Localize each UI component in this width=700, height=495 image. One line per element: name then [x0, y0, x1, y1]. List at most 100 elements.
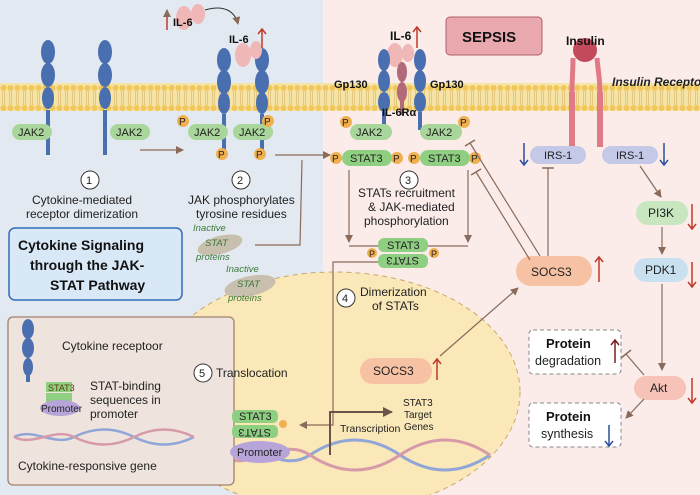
- promoter-label: Promoter: [237, 447, 283, 459]
- phospho-circle-6: [458, 116, 470, 128]
- irs1-label-right: IRS-1: [616, 150, 644, 162]
- step-3-line3: phosphorylation: [364, 214, 449, 228]
- step-4-number: 4: [342, 293, 348, 305]
- nuclear-stat3-bottom-label: STAT3: [238, 426, 271, 438]
- indicator-arrowheads: [257, 25, 697, 448]
- jak2-label-3: JAK2: [194, 127, 220, 139]
- jak2-label-5: JAK2: [356, 127, 382, 139]
- il6-right-up-arrow-head: [412, 25, 422, 33]
- legend-binding-line1: STAT-binding: [90, 379, 161, 393]
- insulin-receptors-line1: Insulin Receptors: [612, 75, 700, 89]
- jak2-pill-5: [350, 124, 392, 140]
- stat3-label-left: STAT3: [350, 153, 383, 165]
- phospho-label-7: P: [332, 154, 339, 165]
- phospho-circle-11: [367, 248, 377, 258]
- socs3-nucleus-label: SOCS3: [373, 364, 414, 378]
- phospho-label-5: P: [342, 118, 349, 129]
- akt-to-synthesis-arrow: [625, 398, 645, 419]
- socs3-inhibit-stat-line: [475, 171, 531, 261]
- irs1-left-down-arrow-head: [519, 159, 529, 167]
- jak2-pill-2: [110, 124, 150, 140]
- nuclear-stat3-top-label: STAT3: [239, 411, 272, 423]
- pdk1-down-arrow-head: [687, 281, 697, 289]
- protein-degradation-box: [528, 329, 622, 375]
- phospho-circle-7: [330, 152, 342, 164]
- irs1-right-down-arrow-head: [659, 159, 669, 167]
- phospho-label-1: P: [179, 117, 186, 128]
- jak2-label-6: JAK2: [426, 127, 452, 139]
- akt-pill: [634, 376, 686, 400]
- step-1-line2: receptor dimerization: [26, 207, 138, 221]
- svg-text:STAT3: STAT3: [48, 383, 75, 393]
- phospho-circle-4: [254, 148, 266, 160]
- step-3-line2: & JAK-mediated: [368, 200, 455, 214]
- legend-binding-line3: promoter: [90, 407, 138, 421]
- cell-membrane: [0, 83, 700, 111]
- step-2-line1: JAK phosphorylates: [188, 193, 295, 207]
- socs3-nucleus-to-cytoplasm-arrow: [439, 287, 519, 357]
- legend-gene-label: Cytokine-responsive gene: [18, 459, 157, 473]
- pi3k-label: PI3K: [648, 206, 674, 220]
- degradation-up-arrow-head: [610, 338, 620, 346]
- gp130-label-left: Gp130: [334, 79, 368, 91]
- stat3-dimer: [378, 238, 428, 268]
- stat3-dimer-bottom-label: STAT3: [386, 254, 419, 266]
- step-4-line2: of STATs: [372, 299, 419, 313]
- il6-label-top: IL-6: [173, 17, 193, 29]
- phospho-label-10: P: [471, 154, 478, 165]
- insulin-ligand: [573, 38, 597, 62]
- title-line1: Cytokine Signaling: [18, 237, 144, 253]
- phospho-label-4: P: [256, 150, 263, 161]
- phospho-label-2: P: [264, 117, 271, 128]
- protein-degradation-line2: degradation: [535, 354, 601, 368]
- step-3-line1: STATs recruitment: [358, 186, 456, 200]
- step-5-number: 5: [199, 368, 205, 380]
- legend-receptor-label: Cytokine receptoor: [62, 339, 163, 353]
- title-box: [8, 227, 183, 301]
- dimer-to-nucleus-arrow: [299, 261, 378, 429]
- nucleus: [149, 271, 521, 495]
- insulin-receptor-left: [569, 57, 576, 147]
- legend-receptor-icon: [22, 319, 34, 382]
- socs3-nucleus-up-arrow-head: [432, 357, 442, 365]
- il6-move-arrow: [204, 7, 241, 25]
- legend-binding-line2: sequences in: [90, 393, 161, 407]
- jak2-pill-4: [233, 124, 273, 140]
- inactive-stat-2-line1: Inactive: [226, 264, 259, 275]
- phospho-circle-5: [340, 116, 352, 128]
- socs3-cytoplasm-pill: [516, 256, 592, 286]
- jak2-pill-6: [420, 124, 462, 140]
- insulin-receptor-right: [594, 57, 603, 147]
- cytokine-receptor-2: [98, 40, 112, 155]
- inactive-stat-blob-2: [224, 274, 276, 298]
- il6-label-middle: IL-6: [229, 34, 249, 46]
- transcription-label: Transcription: [340, 423, 400, 435]
- phospho-label-11: P: [369, 249, 375, 259]
- jak2-pill-1: [12, 124, 52, 140]
- phospho-circle-9: [408, 152, 420, 164]
- irs1-pill-left: [530, 146, 586, 164]
- title-line3: STAT Pathway: [50, 277, 145, 293]
- inactive-stat-blob-1: [197, 234, 243, 256]
- step-4-line1: Dimerization: [360, 285, 427, 299]
- insulin-label: Insulin: [566, 34, 605, 48]
- inactive-stat-to-recruitment-arrow: [255, 159, 303, 246]
- protein-synthesis-box: [528, 402, 622, 448]
- jak2-label-4: JAK2: [239, 127, 265, 139]
- pi3k-pill: [636, 201, 688, 225]
- gp130-receptor-left: [378, 49, 390, 130]
- inactive-stat-2-line3: proteins: [227, 293, 262, 304]
- step-1-line1: Cytokine-mediated: [32, 193, 132, 207]
- stat3-pill-right: [420, 150, 470, 166]
- inactive-stat-1-line3: proteins: [195, 252, 230, 263]
- akt-label: Akt: [650, 381, 668, 395]
- legend-dna-icon: [13, 428, 195, 446]
- phospho-circle-3: [216, 148, 228, 160]
- target-genes-line2: Target: [404, 410, 432, 421]
- akt-inhibit-degradation-line: [625, 353, 645, 376]
- stat3-pill-left: [342, 150, 392, 166]
- sepsis-label: SEPSIS: [462, 29, 516, 46]
- sepsis-box: [445, 16, 543, 56]
- inactive-stat-1-line2: STAT: [205, 238, 229, 249]
- phospho-circle-2: [262, 115, 274, 127]
